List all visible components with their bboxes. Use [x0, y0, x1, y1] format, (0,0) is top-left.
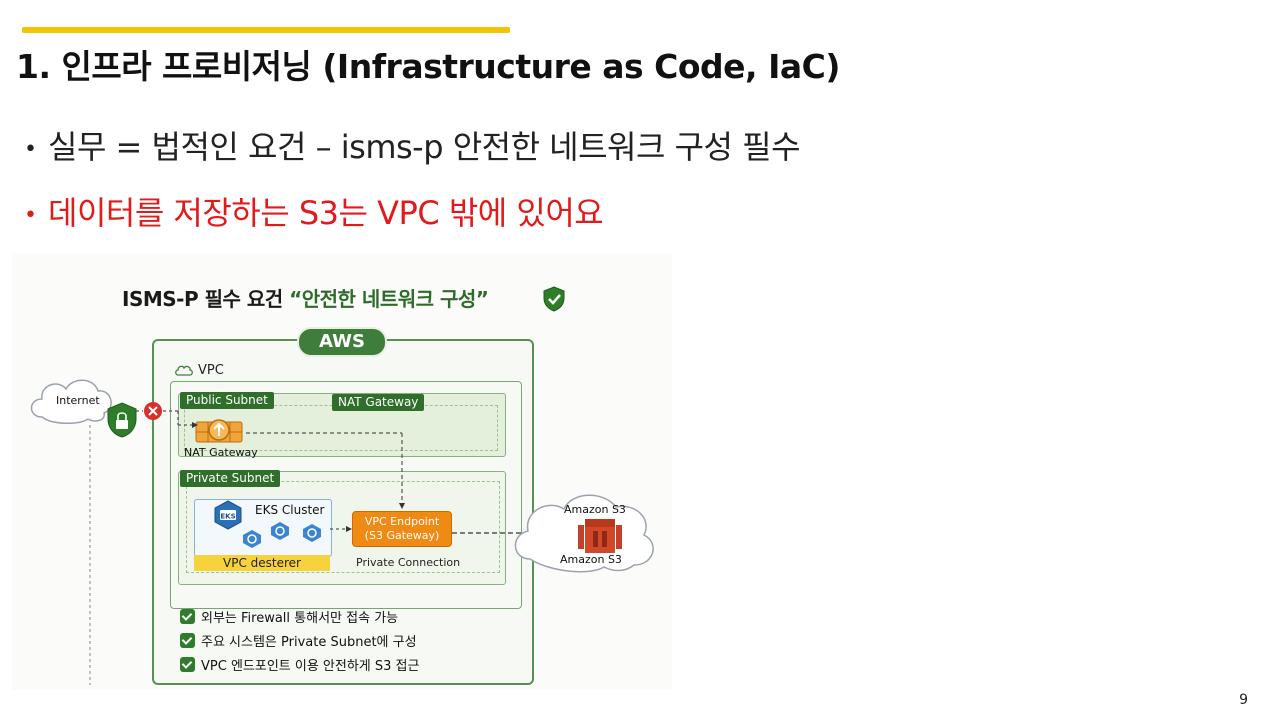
diagram-title-prefix: ISMS-P 필수 요건 — [122, 287, 290, 311]
diagram-title-highlight: “안전한 네트워크 구성” — [289, 287, 489, 311]
s3-bucket-icon — [578, 519, 622, 553]
s3-cloud-icon — [514, 494, 654, 573]
shield-check-icon — [543, 286, 565, 312]
checkbox-checked-icon — [180, 633, 195, 648]
bullet-dot: • — [24, 202, 37, 228]
private-subnet-inner-boundary — [186, 481, 500, 573]
aws-label: AWS — [297, 327, 387, 357]
internet-label: Internet — [56, 394, 100, 407]
diagram-title: ISMS-P 필수 요건 “안전한 네트워크 구성” — [122, 283, 489, 312]
eks-cluster-label: EKS Cluster — [255, 503, 325, 517]
vpc-endpoint-box: VPC Endpoint (S3 Gateway) — [352, 511, 452, 547]
checklist-text: 주요 시스템은 Private Subnet에 구성 — [201, 635, 417, 650]
vpc-label: VPC — [198, 363, 224, 378]
nat-gateway-icon — [195, 419, 243, 443]
bullet-dot: • — [24, 136, 37, 162]
nat-gateway-label: NAT Gateway — [184, 446, 258, 459]
title-accent-bar — [22, 27, 510, 33]
vpc-boundary — [170, 381, 522, 609]
cloud-icon — [175, 365, 193, 376]
vpc-desterer-label: VPC desterer — [194, 555, 330, 571]
checklist-text: VPC 엔드포인트 이용 안전하게 S3 접근 — [201, 659, 420, 674]
bullet-text: 데이터를 저장하는 S3는 VPC 밖에 있어요 — [48, 194, 604, 232]
private-subnet-tag: Private Subnet — [180, 470, 281, 487]
page-number: 9 — [1239, 692, 1248, 708]
eks-badge-text: EKS — [220, 513, 235, 521]
kubernetes-node-icon — [243, 530, 261, 548]
checklist-text: 외부는 Firewall 통해서만 접속 가능 — [201, 611, 399, 626]
kubernetes-node-icon — [271, 522, 289, 540]
public-subnet-tag: Public Subnet — [180, 392, 274, 409]
s3-label-bottom: Amazon S3 — [560, 553, 622, 566]
bullet-item: • 실무 = 법적인 요건 – isms-p 안전한 네트워크 구성 필수 — [24, 122, 801, 168]
kubernetes-node-icon — [303, 524, 321, 542]
internet-cloud-icon — [30, 379, 112, 424]
checkbox-checked-icon — [180, 657, 195, 672]
network-diagram-figure: ISMS-P 필수 요건 “안전한 네트워크 구성” AWS VPC Publi… — [12, 253, 672, 690]
bullet-item-highlight: • 데이터를 저장하는 S3는 VPC 밖에 있어요 — [24, 188, 604, 234]
nat-gateway-tag: NAT Gateway — [332, 394, 425, 411]
vpc-endpoint-subtitle: (S3 Gateway) — [364, 529, 440, 542]
diagram-connectors — [30, 379, 654, 685]
slide-title: 1. 인프라 프로비저닝 (Infrastructure as Code, Ia… — [16, 47, 840, 86]
bullet-text: 실무 = 법적인 요건 – isms-p 안전한 네트워크 구성 필수 — [48, 128, 801, 166]
checkbox-checked-icon — [180, 609, 195, 624]
vpc-endpoint-title: VPC Endpoint — [364, 515, 440, 528]
private-connection-label: Private Connection — [356, 556, 461, 569]
eks-icon: EKS — [214, 500, 242, 530]
s3-label-top: Amazon S3 — [564, 503, 626, 516]
